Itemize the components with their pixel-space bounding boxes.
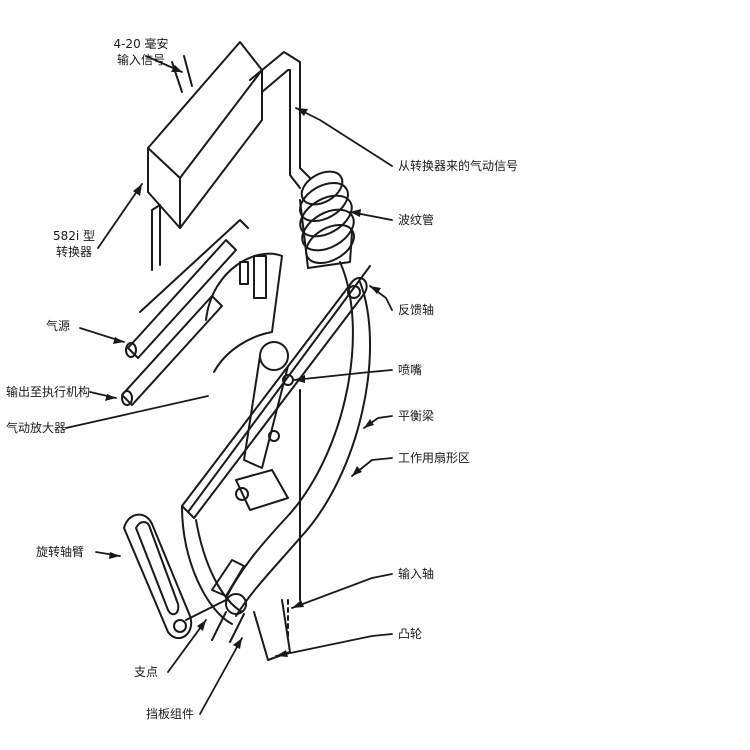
label-converter: 582i 型 转换器 xyxy=(44,228,104,260)
label-input-signal-line1: 4-20 毫安 xyxy=(113,37,169,51)
amplifier-body xyxy=(205,252,283,373)
air-pipes xyxy=(121,204,249,406)
label-input-signal-line2: 输入信号 xyxy=(116,53,165,67)
work-arc xyxy=(181,261,371,625)
label-input-signal: 4-20 毫安 输入信号 xyxy=(108,36,174,68)
label-flapper: 挡板组件 xyxy=(146,707,195,721)
label-converter-line2: 转换器 xyxy=(55,245,92,259)
label-work-arc: 工作用扇形区 xyxy=(398,451,471,465)
bellows xyxy=(299,170,355,269)
label-cam: 凸轮 xyxy=(398,627,423,641)
input-shaft xyxy=(211,593,247,643)
label-feedback-shaft: 反馈轴 xyxy=(398,303,435,317)
signal-wires xyxy=(171,55,193,93)
converter-box xyxy=(147,41,263,229)
label-converter-line1: 582i 型 xyxy=(52,229,96,243)
nozzle xyxy=(243,341,289,469)
label-output: 输出至执行机构 xyxy=(6,385,91,399)
label-air-supply: 气源 xyxy=(46,319,71,333)
pneumatic-tube xyxy=(249,51,311,189)
label-balance-beam: 平衡梁 xyxy=(398,409,435,423)
flapper xyxy=(211,559,245,597)
label-pneumatic-signal: 从转换器来的气动信号 xyxy=(398,159,519,173)
label-pneumatic-amplifier: 气动放大器 xyxy=(6,421,67,435)
rotary-arm xyxy=(123,513,227,639)
label-rotary-arm: 旋转轴臂 xyxy=(36,545,85,559)
label-pivot: 支点 xyxy=(134,665,159,679)
label-input-shaft: 输入轴 xyxy=(398,567,435,581)
leader-lines xyxy=(65,55,393,715)
label-bellows: 波纹管 xyxy=(398,213,435,227)
label-nozzle: 喷嘴 xyxy=(398,363,423,377)
